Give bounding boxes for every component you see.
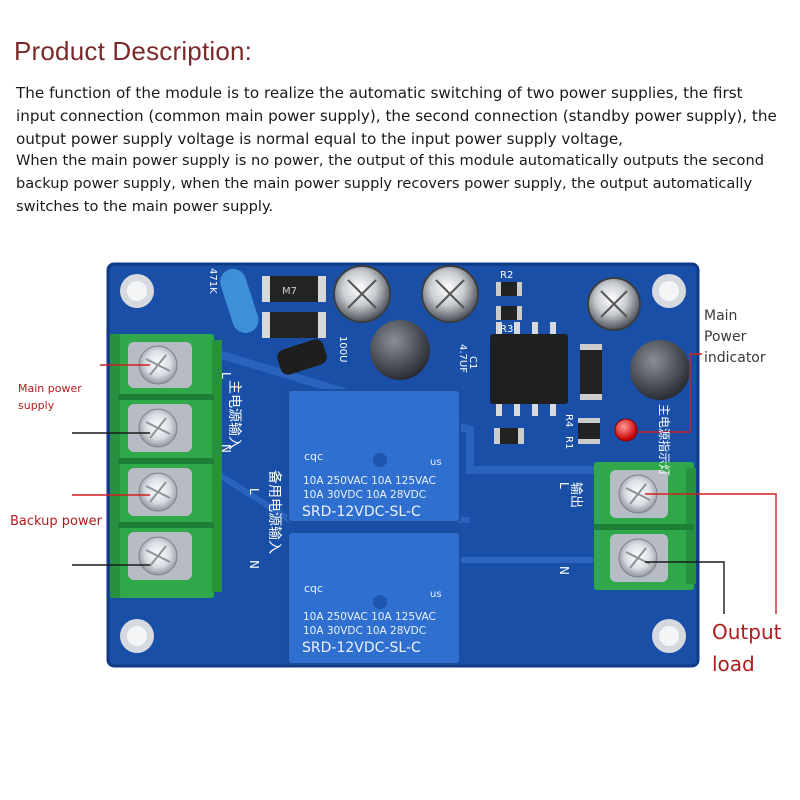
silk-r4: R4	[563, 414, 574, 427]
mounting-hole-bottom-right	[652, 619, 686, 653]
callout-lines	[72, 353, 777, 614]
silk-c1: C1	[467, 356, 478, 369]
terminal-screw-output-n	[618, 538, 658, 578]
relay-top-brand: cqc	[304, 450, 323, 463]
mounting-hole-top-right	[652, 274, 686, 308]
smd-resistor-r4	[494, 428, 524, 444]
led-indicator	[614, 418, 638, 442]
relay-bottom-rating-1: 10A 250VAC 10A 125VAC	[303, 611, 436, 623]
silk-output-n: N	[557, 566, 571, 575]
relay-top	[287, 389, 461, 523]
smd-diode-right	[580, 344, 602, 400]
smd-resistor-r2	[496, 282, 522, 296]
relay-bottom-brand: cqc	[304, 582, 323, 595]
silk-output-l: L	[557, 482, 571, 489]
diode-marking-m7: M7	[282, 286, 297, 297]
description-paragraph-2: When the main power supply is no power, …	[16, 152, 765, 215]
diode-m7-bottom	[262, 312, 326, 338]
electrolytic-capacitor-1	[333, 265, 391, 323]
terminal-screw-backup-n	[138, 536, 178, 576]
relay-top-model: SRD-12VDC-SL-C	[302, 504, 421, 520]
inductor-left	[370, 320, 430, 380]
blue-ceramic-capacitor	[220, 268, 259, 333]
relay-bottom-region: us	[430, 589, 442, 600]
transistor	[277, 339, 327, 375]
silk-cap2: 100U	[337, 336, 348, 362]
terminal-screw-main-n	[138, 408, 178, 448]
relay-top-rating-1: 10A 250VAC 10A 125VAC	[303, 475, 436, 487]
relay-bottom	[287, 531, 461, 665]
terminal-screw-backup-l	[138, 472, 178, 512]
silk-main-l: L	[219, 372, 233, 379]
silk-backup-input: 备用电源输入	[266, 470, 283, 554]
description-paragraph-1: The function of the module is to realize…	[16, 84, 777, 148]
silk-r2: R2	[500, 270, 513, 281]
silk-r3: R3	[500, 324, 513, 335]
smd-resistor-r1	[578, 418, 600, 444]
silk-main-n: N	[219, 444, 233, 453]
relay-top-region: us	[430, 457, 442, 468]
inductor-right	[630, 340, 690, 400]
silk-backup-l: L	[247, 488, 261, 495]
mounting-hole-bottom-left	[120, 619, 154, 653]
silk-r1: R1	[563, 436, 574, 449]
relay-top-rating-2: 10A 30VDC 10A 28VDC	[303, 489, 426, 501]
callout-backup-power: Backup power	[10, 514, 102, 529]
silk-backup-n: N	[247, 560, 261, 569]
callout-main-power-supply: Main power supply	[18, 382, 82, 412]
mounting-hole-top-left	[120, 274, 154, 308]
callout-main-power-indicator: Main Power indicator	[704, 308, 766, 366]
electrolytic-capacitor-2	[421, 265, 479, 323]
ic-chip	[490, 322, 568, 416]
silk-main-input: 主电源输入	[226, 380, 242, 450]
diode-m7-top	[262, 276, 326, 302]
product-description-heading: Product Description:	[14, 36, 253, 66]
silk-output: 输出	[568, 482, 584, 508]
relay-bottom-rating-2: 10A 30VDC 10A 28VDC	[303, 625, 426, 637]
electrolytic-capacitor-3	[587, 277, 641, 331]
relay-bottom-model: SRD-12VDC-SL-C	[302, 640, 421, 656]
smd-resistor-r3	[496, 306, 522, 320]
callout-output-load: Output load	[712, 620, 782, 676]
silk-cap1: 4.7UF	[457, 344, 468, 373]
silk-res: 471K	[207, 268, 218, 294]
silk-indicator: 主电源指示灯	[657, 404, 672, 476]
